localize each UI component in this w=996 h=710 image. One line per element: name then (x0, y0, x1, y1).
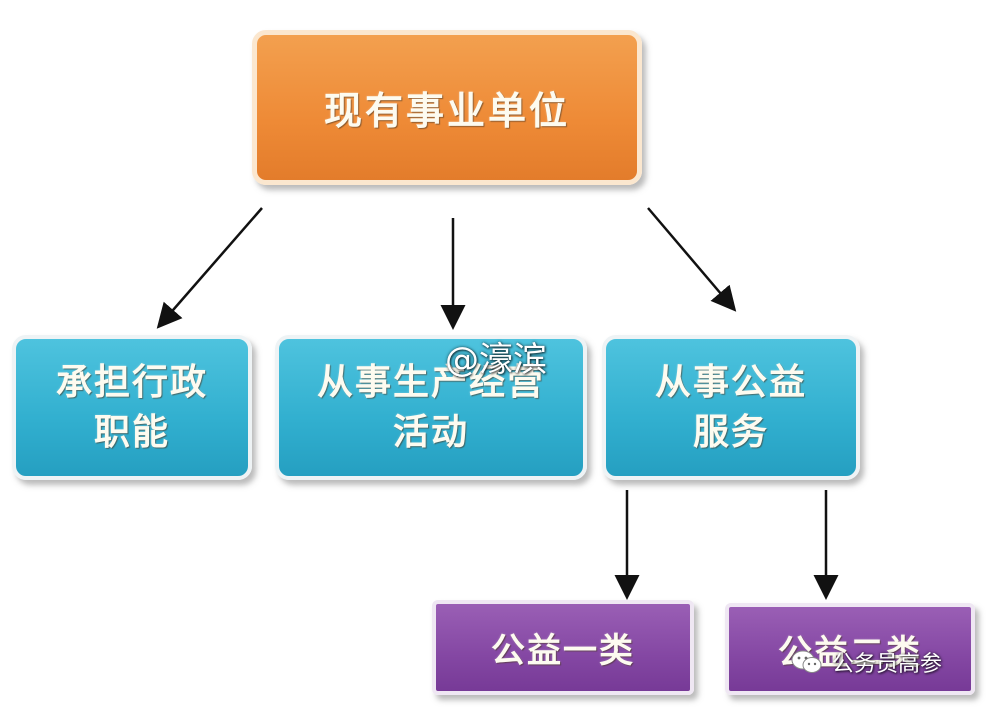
wechat-icon (790, 648, 824, 676)
child-node-admin: 承担行政 职能 (12, 335, 252, 480)
root-node-label: 现有事业单位 (323, 89, 570, 133)
root-node: 现有事业单位 (252, 30, 642, 185)
child-node-admin-label: 承担行政 职能 (55, 361, 208, 453)
watermark-bottom-text: 公务员高参 (832, 652, 943, 677)
child-node-business-label: 从事生产经营 活动 (316, 361, 545, 453)
grandchild-node-class1: 公益一类 (432, 600, 694, 695)
grandchild-node-class1-label: 公益一类 (491, 631, 635, 671)
watermark-top: @濠滨 (445, 340, 547, 380)
child-node-business: 从事生产经营 活动 (275, 335, 587, 480)
watermark-bottom: 公务员高参 (790, 640, 942, 684)
child-node-public-service: 从事公益 服务 (602, 335, 860, 480)
child-node-public-service-label: 从事公益 服务 (654, 361, 807, 453)
arrow-root-to-public-service (647, 207, 737, 312)
arrow-root-to-admin (156, 207, 263, 329)
